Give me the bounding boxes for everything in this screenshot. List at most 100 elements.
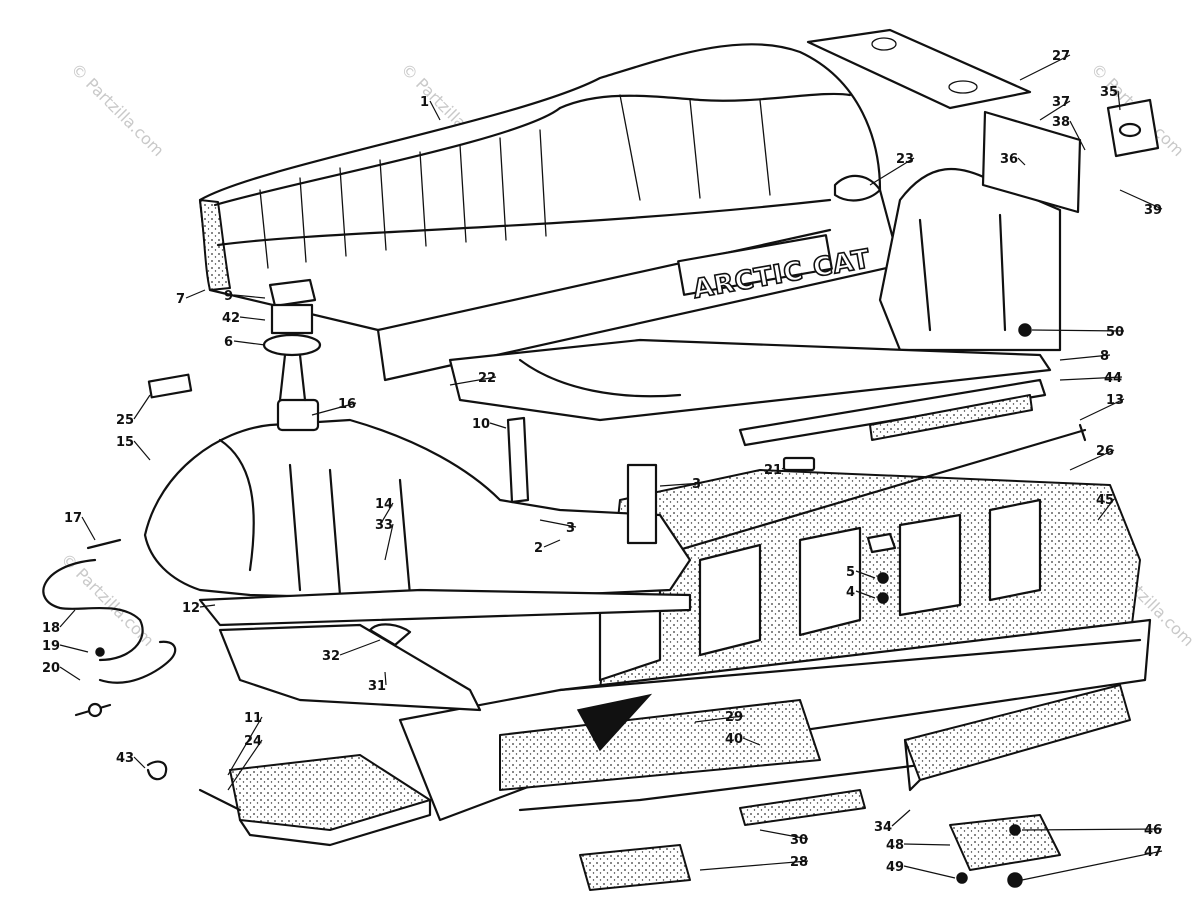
- callout-49: 49: [886, 860, 904, 875]
- callout-leader-13: [1079, 398, 1125, 421]
- callout-46: 46: [1144, 823, 1162, 838]
- callout-20: 20: [42, 661, 60, 676]
- callout-leader-7: [185, 289, 206, 299]
- callout-leader-30: [759, 829, 809, 840]
- callout-40: 40: [725, 732, 743, 747]
- callout-24: 24: [244, 734, 262, 749]
- callout-leader-29: [694, 715, 744, 723]
- callout-leader-8: [1059, 354, 1111, 361]
- callout-17: 17: [64, 511, 82, 526]
- callout-leader-12: [199, 604, 216, 608]
- callout-34: 34: [874, 820, 892, 835]
- callout-10: 10: [472, 417, 490, 432]
- callout-labels: 1233456789101112131415161718192021222324…: [42, 49, 1163, 881]
- callout-leader-50: [1031, 329, 1125, 332]
- callout-leader-36: [1017, 157, 1026, 166]
- callout-leader-37: [1039, 100, 1071, 121]
- callout-3: 3: [566, 521, 575, 536]
- callout-leader-43: [133, 756, 146, 769]
- callout-15: 15: [116, 435, 134, 450]
- belly-pan: [198, 588, 692, 712]
- callout-leader-23: [869, 157, 915, 186]
- callout-37: 37: [1052, 95, 1070, 110]
- callout-leader-10: [489, 422, 507, 429]
- callout-leader-25: [133, 394, 151, 420]
- callout-2: 2: [534, 541, 543, 556]
- callout-leader-26: [1069, 449, 1115, 471]
- callout-9: 9: [224, 289, 233, 304]
- callout-leader-42: [239, 316, 266, 321]
- fuel-line: [42, 538, 177, 718]
- rear-frame: [448, 167, 1062, 422]
- callout-leader-31: [384, 671, 387, 686]
- callout-leader-22: [449, 376, 497, 386]
- callout-leader-2: [543, 539, 561, 548]
- callout-leader-14: [379, 502, 394, 526]
- callout-1: 1: [420, 95, 429, 110]
- callout-leader-33: [384, 523, 394, 561]
- callout-44: 44: [1104, 371, 1122, 386]
- callout-leader-44: [1059, 376, 1123, 381]
- callout-leader-15: [133, 440, 151, 461]
- callout-8: 8: [1100, 349, 1109, 364]
- fuel-cap-assembly: [262, 278, 322, 402]
- callout-16: 16: [338, 397, 356, 412]
- callout-5: 5: [846, 565, 855, 580]
- callout-18: 18: [42, 621, 60, 636]
- callout-leader-45: [1097, 498, 1115, 521]
- callout-leader-48: [903, 843, 951, 846]
- callout-11: 11: [244, 711, 262, 726]
- rails: [626, 378, 1087, 567]
- footrest-bracket: [579, 684, 1131, 891]
- callout-leader-18: [59, 609, 76, 628]
- callout-21: 21: [764, 463, 782, 478]
- callout-47: 47: [1144, 845, 1162, 860]
- callout-22: 22: [478, 371, 496, 386]
- callout-leader-34: [891, 809, 911, 827]
- callout-leader-9: [233, 294, 266, 299]
- callout-leader-47: [1021, 850, 1163, 881]
- seat-assembly: ARCTIC CAT: [198, 43, 902, 382]
- callout-26: 26: [1096, 444, 1114, 459]
- chassis-tunnel: [398, 469, 1152, 822]
- callout-43: 43: [116, 751, 134, 766]
- callout-12: 12: [182, 601, 200, 616]
- callout-28: 28: [790, 855, 808, 870]
- seat-back-panel: [806, 28, 1032, 110]
- watermark-0: © Partzilla.com: [67, 59, 168, 160]
- callout-leader-32: [339, 639, 381, 656]
- callout-leader-39: [1119, 189, 1163, 210]
- callout-6: 6: [224, 335, 233, 350]
- callout-29: 29: [725, 710, 743, 725]
- callout-32: 32: [322, 649, 340, 664]
- callout-36: 36: [1000, 152, 1018, 167]
- callout-leader-11: [227, 716, 263, 776]
- callout-27: 27: [1052, 49, 1070, 64]
- callout-leader-35: [1117, 90, 1121, 111]
- fuel-tank: [143, 398, 692, 602]
- foam-pad: [198, 754, 432, 847]
- callout-42: 42: [222, 311, 240, 326]
- callout-leader-40: [742, 737, 761, 746]
- callout-39: 39: [1144, 203, 1162, 218]
- callout-25: 25: [116, 413, 134, 428]
- callout-leader-28: [699, 860, 809, 871]
- callout-leader-27: [1019, 54, 1071, 81]
- callout-45: 45: [1096, 493, 1114, 508]
- callout-leader-21: [781, 467, 785, 470]
- callout-38: 38: [1052, 115, 1070, 130]
- callout-33: 33: [375, 518, 393, 533]
- callout-14: 14: [375, 497, 393, 512]
- callout-3: 3: [692, 477, 701, 492]
- callout-50: 50: [1106, 325, 1124, 340]
- callout-leader-16: [311, 402, 357, 416]
- small-hardware: [147, 98, 1160, 888]
- callout-leader-24: [227, 739, 263, 791]
- callout-leader-1: [429, 100, 441, 121]
- callout-leader-20: [59, 666, 81, 681]
- callout-35: 35: [1100, 85, 1118, 100]
- callout-leader-46: [1021, 828, 1163, 831]
- callout-48: 48: [886, 838, 904, 853]
- callout-leader-17: [81, 516, 96, 541]
